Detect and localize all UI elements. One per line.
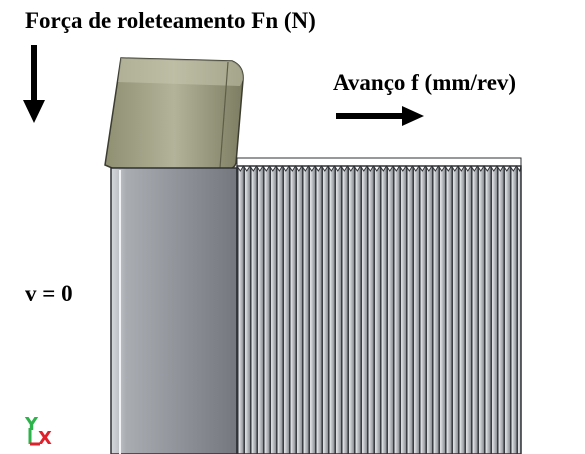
workpiece-threaded-section	[236, 157, 522, 454]
axis-y-label: Y	[25, 414, 39, 435]
axis-triad-lines	[28, 428, 40, 446]
feed-arrow-icon	[336, 106, 424, 126]
workpiece-smooth-section	[110, 167, 238, 454]
axis-x-label: X	[38, 428, 52, 449]
force-label: Força de roleteamento Fn (N)	[25, 8, 316, 33]
feed-label: Avanço f (mm/rev)	[333, 70, 517, 95]
roller-tool	[104, 57, 244, 171]
force-arrow-icon	[23, 45, 45, 123]
speed-label: v = 0	[25, 281, 73, 306]
thread-crest-profile	[236, 157, 522, 173]
